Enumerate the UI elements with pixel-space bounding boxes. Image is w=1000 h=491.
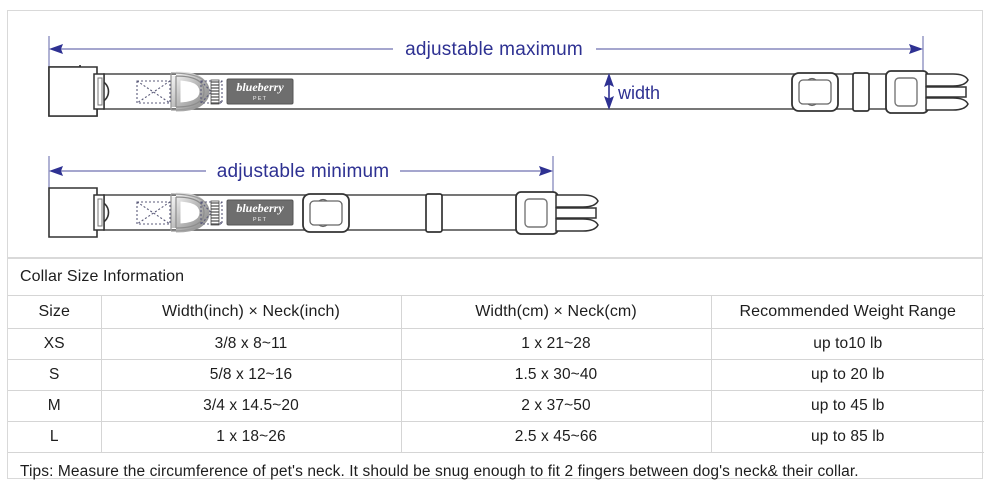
cell-weight: up to 45 lb [711,391,984,422]
cell-weight: up to 20 lb [711,360,984,391]
slider-adjuster-inner-max [799,80,831,104]
male-buckle-prong-top-min [556,195,598,207]
column-header-weight: Recommended Weight Range [711,296,984,329]
cell-size: M [8,391,101,422]
collar-min-group: adjustable minimum [49,156,598,237]
brand-name-min: blueberry [236,201,284,215]
stitch-ribbing-max [211,80,219,104]
max-arrowhead-left [49,44,63,54]
max-strap-webbing [104,74,894,109]
cell-inch: 5/8 x 12~16 [101,360,401,391]
table-caption: Collar Size Information [8,259,984,296]
table-caption-row: Collar Size Information [8,259,984,296]
table-tips-row: Tips: Measure the circumference of pet's… [8,453,984,491]
keeper-loop-max [853,73,869,111]
width-label: width [617,83,660,103]
brand-name-max: blueberry [236,80,284,94]
male-buckle-window-max [895,78,917,106]
table-row: L 1 x 18~26 2.5 x 45~66 up to 85 lb [8,422,984,453]
table-header-row: Size Width(inch) × Neck(inch) Width(cm) … [8,296,984,329]
column-header-size: Size [8,296,101,329]
male-buckle-prong-middle-max [926,87,966,97]
max-arrowhead-right [909,44,923,54]
cell-cm: 2 x 37~50 [401,391,711,422]
table-row: XS 3/8 x 8~11 1 x 21~28 up to10 lb [8,329,984,360]
slider-adjuster-inner-min [310,201,342,225]
brand-subtitle-min: PET [253,217,267,223]
column-header-inch: Width(inch) × Neck(inch) [101,296,401,329]
male-buckle-prong-bottom-max [926,98,968,110]
keeper-loop-min [426,194,442,232]
male-buckle-window-min [525,199,547,227]
cell-size: L [8,422,101,453]
cell-cm: 1 x 21~28 [401,329,711,360]
stitch-ribbing-min [211,201,219,225]
adjustable-minimum-label: adjustable minimum [217,161,390,182]
cell-weight: up to 85 lb [711,422,984,453]
brand-subtitle-max: PET [253,96,267,102]
cell-size: S [8,360,101,391]
buckle-slot-inner-min [98,199,102,226]
adjustable-maximum-label: adjustable maximum [405,39,583,60]
table-row: M 3/4 x 14.5~20 2 x 37~50 up to 45 lb [8,391,984,422]
collar-diagram-panel: adjustable maximum [7,10,983,258]
collar-size-table-panel: Collar Size Information Size Width(inch)… [7,258,983,479]
male-buckle-prong-middle-min [556,208,596,218]
column-header-cm: Width(cm) × Neck(cm) [401,296,711,329]
buckle-slot-inner-max [98,78,102,105]
min-arrowhead-right [539,166,553,176]
collar-size-table: Collar Size Information Size Width(inch)… [8,259,984,491]
male-buckle-prong-bottom-min [556,219,598,231]
table-row: S 5/8 x 12~16 1.5 x 30~40 up to 20 lb [8,360,984,391]
cell-inch: 3/4 x 14.5~20 [101,391,401,422]
male-buckle-prong-top-max [926,74,968,86]
cell-cm: 2.5 x 45~66 [401,422,711,453]
cell-inch: 1 x 18~26 [101,422,401,453]
tips-text: Tips: Measure the circumference of pet's… [8,453,984,491]
cell-size: XS [8,329,101,360]
collar-diagram-svg: adjustable maximum [8,11,984,259]
cell-cm: 1.5 x 30~40 [401,360,711,391]
collar-max-group: adjustable maximum [49,36,968,116]
cell-weight: up to10 lb [711,329,984,360]
cell-inch: 3/8 x 8~11 [101,329,401,360]
min-arrowhead-left [49,166,63,176]
